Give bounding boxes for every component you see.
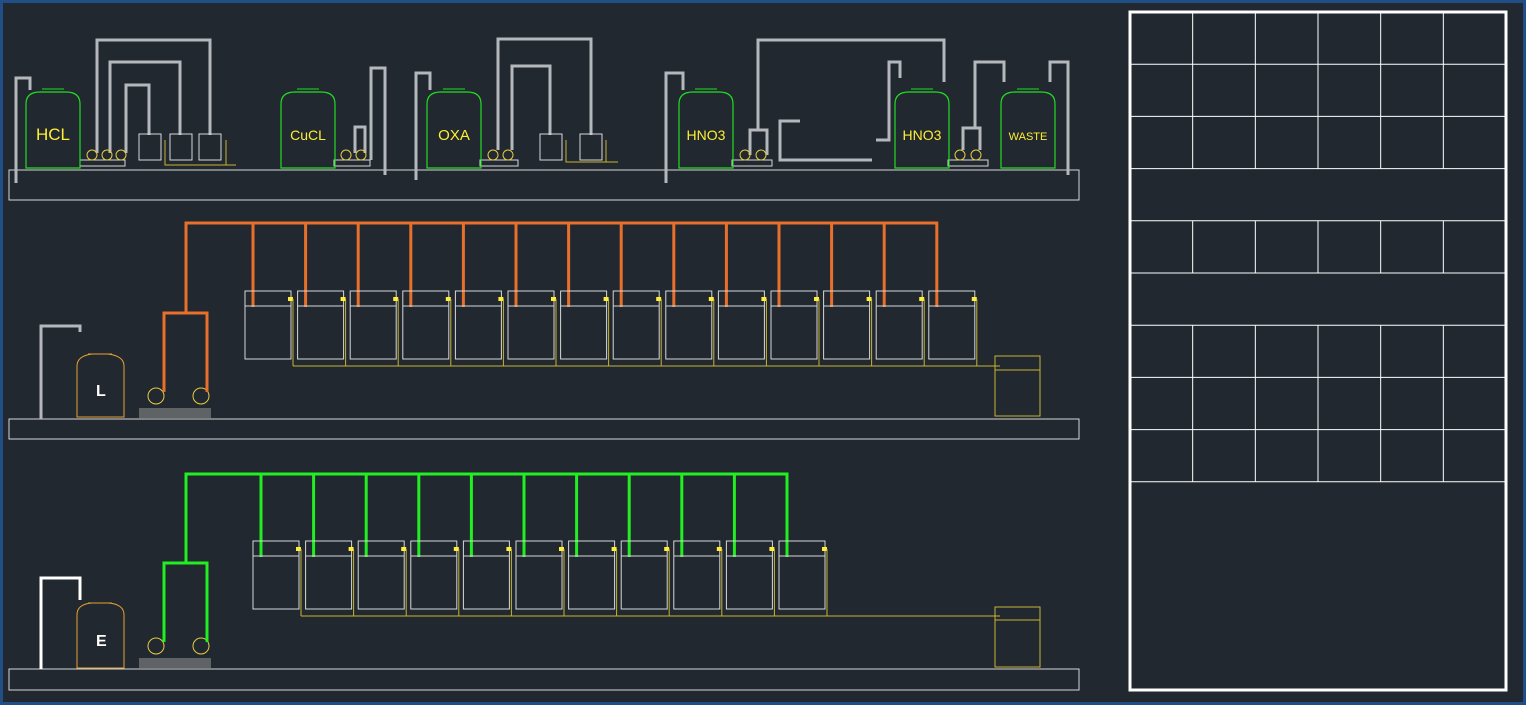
bath-tank-3 (357, 540, 407, 616)
bath-tank-14 (928, 290, 978, 366)
bath-tank-5 (454, 290, 504, 366)
middle-gray-pipe (39, 324, 82, 419)
bath-tank-4 (410, 540, 460, 616)
chemical-tank-label: WASTE (1009, 131, 1048, 143)
chemical-tank-4: HNO3 (678, 88, 734, 169)
top-row-pumps (79, 149, 989, 167)
middle-storage-tank: L (76, 353, 125, 418)
chemical-tank-2: CuCL (280, 88, 336, 169)
chemical-tank-label: OXA (438, 127, 470, 144)
chemical-tank-label: CuCL (290, 127, 326, 143)
manifold-header (184, 472, 789, 563)
chemical-tank-label: HCL (36, 125, 70, 144)
top-row-piping (14, 37, 1070, 183)
middle-pump-1 (147, 387, 165, 405)
title-block-table (1128, 10, 1508, 692)
bottom-storage-tank: E (76, 602, 125, 669)
middle-pump-base (139, 408, 211, 418)
orange-manifold (162, 221, 939, 392)
bath-tank-3 (349, 290, 399, 366)
bath-tank-9 (673, 540, 723, 616)
top-row-tanks: HCL CuCL OXA HNO3 HNO3 WASTE (25, 88, 1056, 169)
chemical-tank-3: OXA (426, 88, 482, 169)
bath-tank-11 (778, 540, 828, 616)
bath-tank-6 (507, 290, 557, 366)
chemical-tank-label: HNO3 (687, 127, 726, 143)
bath-tank-10 (717, 290, 767, 366)
bath-tank-1 (252, 540, 302, 616)
bath-tank-6 (515, 540, 565, 616)
middle-baths (244, 290, 1000, 367)
green-manifold (162, 472, 789, 642)
bottom-pump-2 (192, 637, 210, 655)
bottom-white-pipe (39, 576, 82, 669)
chemical-tank-6: WASTE (1000, 88, 1056, 169)
bottom-drain-tank (994, 606, 1041, 668)
bath-tank-10 (725, 540, 775, 616)
bath-tank-5 (462, 540, 512, 616)
pump-loop (162, 311, 209, 392)
bottom-pump-1 (147, 637, 165, 655)
shelf-middle (8, 418, 1080, 440)
bath-tank-1 (244, 290, 294, 366)
bath-tank-8 (612, 290, 662, 366)
bath-tank-11 (770, 290, 820, 366)
shelf-bottom (8, 668, 1080, 691)
bottom-pump-base (139, 658, 211, 668)
middle-row: L (39, 221, 1041, 419)
chemical-tank-1: HCL (25, 88, 81, 169)
middle-drain-tank (994, 355, 1041, 417)
manifold-header (184, 221, 939, 313)
top-row-cells (138, 133, 618, 166)
bottom-baths (252, 540, 1000, 617)
chemical-tank-label: HNO3 (903, 127, 942, 143)
bath-tank-13 (875, 290, 925, 366)
bath-tank-2 (297, 290, 347, 366)
bottom-tank-glyph: E (96, 633, 107, 650)
middle-tank-glyph: L (96, 383, 106, 400)
bath-tank-7 (568, 540, 618, 616)
bath-tank-8 (620, 540, 670, 616)
middle-pump-2 (192, 387, 210, 405)
bath-tank-2 (305, 540, 355, 616)
bath-tank-7 (560, 290, 610, 366)
bottom-row: E (39, 472, 1041, 669)
chemical-tank-5: HNO3 (894, 88, 950, 169)
bath-tank-4 (402, 290, 452, 366)
bath-tank-12 (823, 290, 873, 366)
bath-tank-9 (665, 290, 715, 366)
shelf-top (8, 169, 1080, 201)
pump-loop (162, 561, 209, 642)
